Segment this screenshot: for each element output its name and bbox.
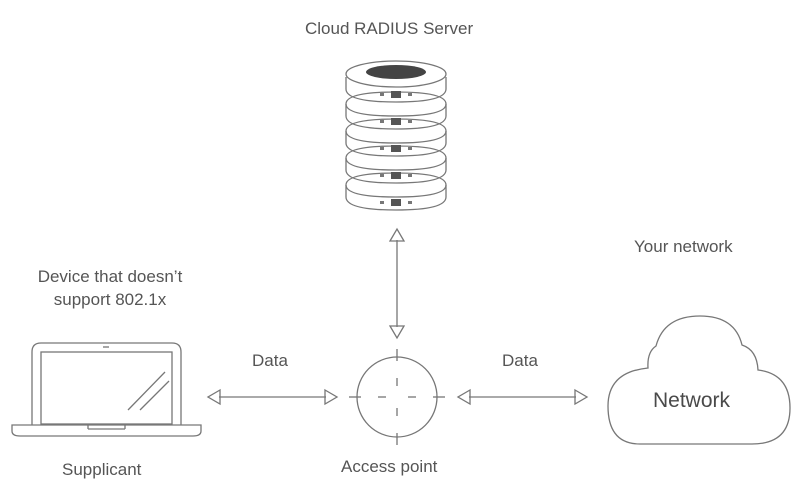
data-right-label: Data	[502, 351, 538, 370]
data-arrow-left	[206, 388, 339, 406]
access-point-label: Access point	[341, 457, 438, 476]
server-unit	[345, 91, 447, 130]
server-unit	[345, 118, 447, 157]
server-unit-top	[345, 60, 447, 103]
data-arrow-right	[456, 388, 589, 406]
network-label: Network	[653, 389, 731, 412]
laptop-icon	[11, 342, 202, 437]
server-stack-icon	[345, 60, 447, 211]
cloud-icon	[607, 315, 791, 445]
device-label-line1: Device that doesn’t	[37, 267, 183, 286]
server-ap-arrow	[388, 227, 406, 340]
supplicant-label: Supplicant	[62, 460, 142, 479]
server-unit	[345, 145, 447, 184]
server-label: Cloud RADIUS Server	[305, 19, 474, 38]
device-label-line2: support 802.1x	[53, 290, 167, 309]
server-unit	[345, 172, 447, 211]
data-left-label: Data	[252, 351, 288, 370]
access-point-icon	[349, 349, 445, 445]
your-network-label: Your network	[634, 237, 733, 256]
